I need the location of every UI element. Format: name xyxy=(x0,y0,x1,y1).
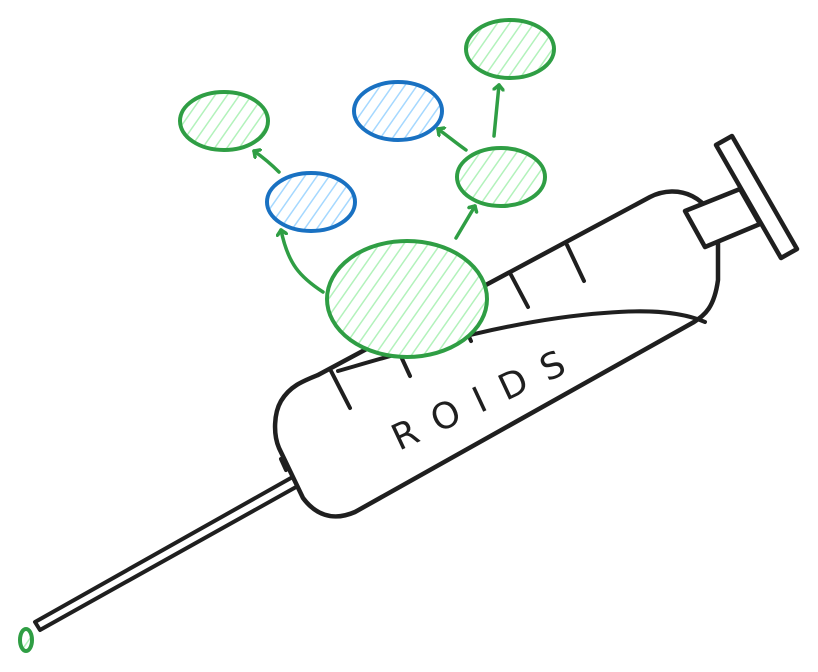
left-top-green-node xyxy=(178,90,270,152)
left-blue-node xyxy=(265,171,357,233)
arrow-right-green-to-top-right-green xyxy=(492,83,499,138)
arrow-core-to-right-green xyxy=(454,204,475,240)
arrow-left-blue-to-left-top-green xyxy=(252,151,281,174)
needle xyxy=(33,457,307,632)
top-right-green-node xyxy=(464,18,556,80)
syringe-icon: ROIDS xyxy=(33,133,800,632)
barrel xyxy=(272,189,721,519)
arrow-core-to-left-blue xyxy=(281,228,325,294)
right-blue-node xyxy=(352,80,444,142)
right-green-node xyxy=(455,146,547,208)
drop-icon xyxy=(18,627,34,653)
arrow-right-green-to-right-blue xyxy=(436,129,468,152)
core-node xyxy=(325,239,489,359)
molecule-diagram xyxy=(178,18,556,359)
plunger-cap xyxy=(713,133,800,261)
